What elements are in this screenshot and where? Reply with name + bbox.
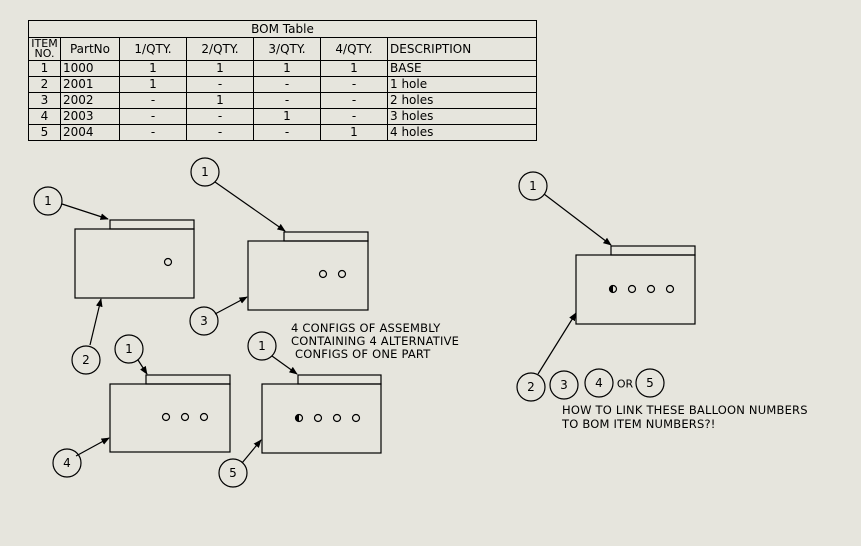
base-part-outline	[145, 374, 231, 385]
hole-fill	[609, 285, 613, 293]
hole-part-outline	[261, 383, 382, 454]
balloon-number: 1	[529, 179, 537, 193]
balloon-circle	[518, 171, 548, 201]
hole	[627, 284, 637, 294]
header-item-line1: ITEM	[31, 37, 58, 50]
leader-line	[214, 296, 248, 315]
balloon-number: 5	[646, 376, 654, 390]
hole	[163, 257, 173, 267]
cell-partno: 2002	[60, 92, 120, 109]
balloon-number: 1	[258, 339, 266, 353]
cell-description: BASE	[387, 60, 537, 77]
balloon-number: 5	[229, 466, 237, 480]
configs-note-line3: CONFIGS OF ONE PART	[295, 347, 431, 361]
hole	[351, 413, 361, 423]
header-item-line2: NO.	[34, 47, 55, 60]
balloon-circle	[190, 157, 220, 187]
balloon-number: 2	[82, 353, 90, 367]
configs-note-line1: 4 CONFIGS OF ASSEMBLY	[291, 321, 441, 335]
cell-q3: -	[253, 124, 321, 141]
leader-line	[75, 437, 110, 457]
hole-part-outline	[109, 383, 231, 453]
view-right-question	[516, 171, 696, 402]
table-row: 2 2001 1 - - - 1 hole	[28, 76, 537, 93]
base-part-outline	[297, 374, 382, 385]
cell-partno: 2004	[60, 124, 120, 141]
balloon-circle	[516, 372, 546, 402]
balloon-circle	[114, 334, 144, 364]
cell-partno: 2001	[60, 76, 120, 93]
hole	[332, 413, 342, 423]
configs-note-line2: CONTAINING 4 ALTERNATIVE	[291, 334, 459, 348]
balloon-circle	[247, 331, 277, 361]
table-row: 4 2003 - - 1 - 3 holes	[28, 108, 537, 125]
hole	[180, 412, 190, 422]
balloon-number: 4	[595, 376, 603, 390]
hole	[161, 412, 171, 422]
base-part-outline	[283, 231, 369, 242]
leader-line	[89, 298, 103, 346]
hole	[313, 413, 323, 423]
table-row: 3 2002 - 1 - - 2 holes	[28, 92, 537, 109]
balloon-number: 1	[201, 165, 209, 179]
view-3-holes	[52, 334, 231, 478]
hole	[337, 269, 347, 279]
leader-line	[543, 193, 612, 246]
balloon-circle	[52, 448, 82, 478]
balloon-circle	[549, 370, 579, 400]
balloon-number: 1	[44, 194, 52, 208]
balloon-number: 2	[527, 380, 535, 394]
table-row: 5 2004 - - - 1 4 holes	[28, 124, 537, 141]
hole	[646, 284, 656, 294]
leader-line	[241, 439, 262, 464]
leader-line	[214, 181, 286, 232]
question-note-line2: TO BOM ITEM NUMBERS?!	[561, 417, 716, 431]
balloon-number: 1	[125, 342, 133, 356]
balloon-circle	[635, 368, 665, 398]
hole	[199, 412, 209, 422]
view-4-holes	[218, 331, 382, 488]
hole	[318, 269, 328, 279]
balloon-number: 3	[200, 314, 208, 328]
hole-part-outline	[247, 240, 369, 311]
or-label: OR	[617, 378, 634, 391]
leader-line	[137, 359, 148, 375]
cell-partno: 2003	[60, 108, 120, 125]
bom-table: BOM Table ITEM NO. PartNo 1/QTY. 2/QTY. …	[28, 20, 537, 141]
table-row: 1 1000 1 1 1 1 BASE	[28, 60, 537, 77]
bom-header-row: ITEM NO. PartNo 1/QTY. 2/QTY. 3/QTY. 4/Q…	[28, 37, 537, 61]
view-2-holes	[189, 157, 369, 336]
balloon-circle	[189, 306, 219, 336]
leader-line	[61, 203, 109, 220]
hole-fill	[295, 414, 299, 422]
balloon-circle	[33, 186, 63, 216]
base-part-outline	[610, 245, 696, 256]
cell-description: 1 hole	[387, 76, 537, 93]
balloon-circle	[71, 345, 101, 375]
hole-part-outline	[575, 254, 696, 325]
header-q3: 3/QTY.	[253, 37, 321, 61]
hole	[665, 284, 675, 294]
base-part-outline	[109, 219, 195, 230]
header-q4: 4/QTY.	[320, 37, 388, 61]
hole-part-outline	[74, 228, 195, 299]
leader-line	[271, 355, 298, 375]
balloon-number: 4	[63, 456, 71, 470]
header-description: DESCRIPTION	[387, 37, 537, 61]
question-note-line1: HOW TO LINK THESE BALLOON NUMBERS	[562, 403, 808, 417]
balloon-number: 3	[560, 378, 568, 392]
leader-line	[537, 312, 577, 375]
view-1-hole	[33, 186, 195, 375]
balloon-circle	[218, 458, 248, 488]
balloon-circle	[584, 368, 614, 398]
cell-item: 5	[28, 124, 61, 141]
header-q2: 2/QTY.	[186, 37, 254, 61]
cell-description: 4 holes	[387, 124, 537, 141]
